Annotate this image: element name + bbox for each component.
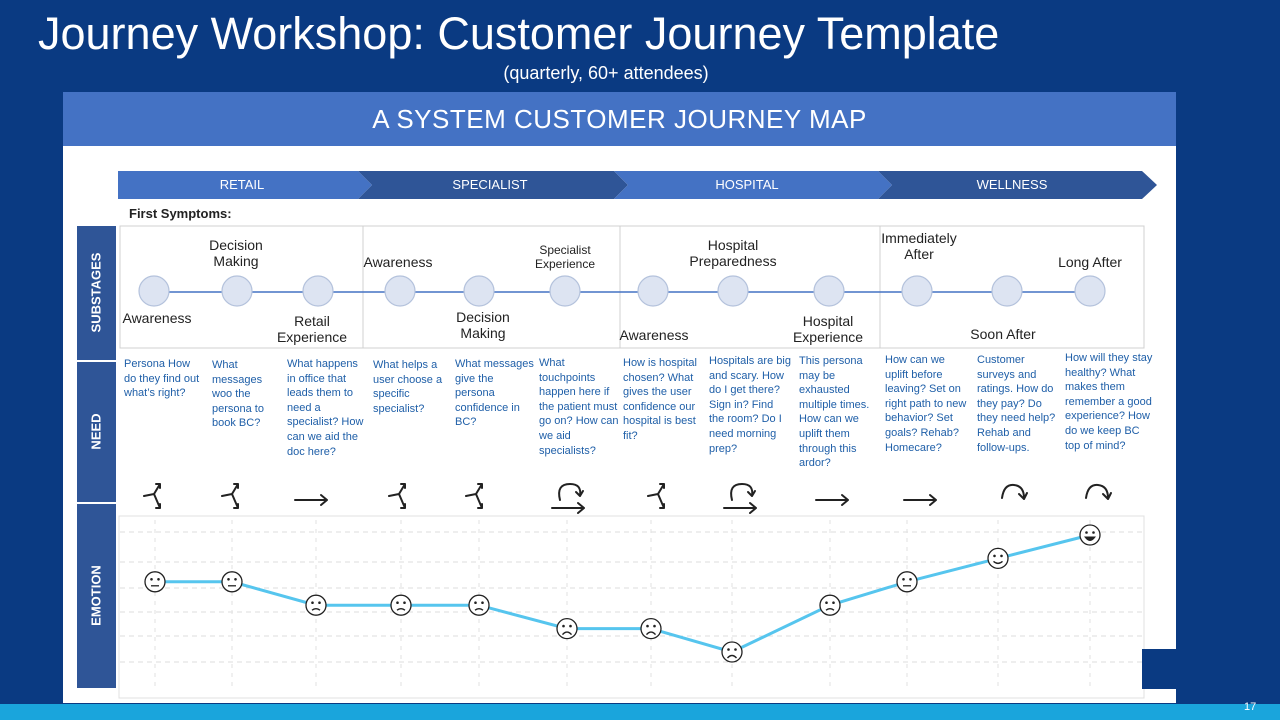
substage-label: Retail Experience — [276, 313, 348, 345]
substage-label: Soon After — [970, 326, 1036, 342]
emotion-face-worried — [305, 594, 327, 616]
stage-label-hospital: HOSPITAL — [715, 177, 779, 192]
stage-chevron-retail — [118, 171, 372, 199]
stage-chevron-wellness — [878, 171, 1157, 199]
loop-icon — [1001, 483, 1028, 500]
need-text: What touchpoints happen here if the pati… — [539, 357, 619, 457]
corner-block — [1142, 649, 1176, 689]
substage-node — [384, 275, 416, 307]
emotion-face-sad — [640, 617, 662, 640]
substage-node — [221, 275, 253, 307]
slide-subtitle: (quarterly, 60+ attendees) — [503, 63, 709, 83]
substage-node — [302, 275, 334, 307]
need-text: This persona may be exhausted multiple t… — [799, 355, 870, 470]
substage-node — [549, 275, 581, 307]
slide-number: 17 — [1244, 701, 1257, 713]
branch-icon — [647, 483, 665, 509]
substage-box — [119, 225, 1145, 349]
footer-strip — [0, 704, 1280, 720]
substage-label: Awareness — [122, 310, 192, 326]
need-text: What helps a user choose a specific spec… — [373, 359, 443, 415]
arrow-right-icon — [815, 494, 849, 506]
stage-label-retail: RETAIL — [219, 177, 265, 192]
emotion-face-sad — [721, 641, 743, 663]
substage-node — [901, 275, 933, 307]
substage-label: Immediately After — [881, 230, 957, 262]
need-text: How can we uplift before leaving? Set on… — [885, 354, 967, 454]
need-text: What messages woo the persona to book BC… — [212, 359, 264, 430]
substage-label: Decision Making — [209, 237, 263, 269]
need-text: What messages give the persona confidenc… — [455, 358, 534, 429]
slide-title: Journey Workshop: Customer Journey Templ… — [38, 8, 1000, 59]
branch-icon — [465, 483, 483, 509]
substage-node — [463, 275, 495, 307]
emotion-face-very-happy — [1079, 524, 1101, 546]
emotion-face-neutral — [144, 571, 166, 593]
loop-arrow-icon — [551, 483, 585, 514]
emotion-face-sad — [556, 617, 578, 640]
journey-map-header: A SYSTEM CUSTOMER JOURNEY MAP — [63, 92, 1176, 146]
emotion-face-happy — [987, 547, 1009, 570]
substage-label: Decision Making — [456, 309, 510, 341]
first-symptoms-label: First Symptoms: — [129, 206, 232, 221]
row-label-emotion-bar — [77, 504, 116, 688]
stage-chevron-hospital — [614, 171, 892, 199]
substage-label: Hospital Preparedness — [689, 237, 777, 269]
stage-label-specialist: SPECIALIST — [452, 177, 528, 192]
loop-icon — [1085, 483, 1112, 500]
emotion-face-worried — [819, 594, 841, 616]
need-text: Persona How do they find out what’s righ… — [124, 358, 200, 400]
substage-label: Awareness — [363, 254, 433, 270]
row-label-need: NEED — [88, 413, 104, 450]
need-text: How is hospital chosen? What gives the u… — [623, 357, 697, 442]
emotion-line — [155, 533, 1091, 654]
emotion-face-worried — [390, 594, 412, 616]
need-text: What happens in office that leads them t… — [287, 358, 364, 458]
substage-node — [138, 275, 170, 307]
substage-label: Specialist Experience — [534, 243, 596, 271]
stage-chevron-specialist — [358, 171, 628, 199]
arrow-right-icon — [294, 494, 328, 506]
emotion-face-neutral — [896, 571, 918, 593]
branch-icon — [221, 483, 239, 509]
branch-icon — [143, 483, 161, 509]
substage-node — [1074, 275, 1106, 307]
row-label-need-bar — [77, 362, 116, 502]
substage-label: Long After — [1058, 254, 1122, 270]
row-label-emotion: EMOTION — [88, 565, 104, 626]
need-text: Hospitals are big and scary. How do I ge… — [709, 355, 791, 455]
substage-node — [717, 275, 749, 307]
substage-label: Awareness — [619, 327, 689, 343]
emotion-chart-area — [118, 515, 1145, 699]
row-label-substages-bar — [77, 226, 116, 360]
substage-label: Hospital Experience — [792, 313, 864, 345]
loop-arrow-icon — [723, 483, 757, 514]
substage-node — [813, 275, 845, 307]
emotion-face-worried — [468, 594, 490, 616]
emotion-face-neutral — [221, 571, 243, 593]
stage-bar — [118, 171, 1157, 199]
substage-node — [637, 275, 669, 307]
row-label-substages: SUBSTAGES — [88, 252, 104, 333]
need-text: Customer surveys and ratings. How do the… — [977, 354, 1056, 454]
stage-label-wellness: WELLNESS — [976, 177, 1048, 192]
substage-node — [991, 275, 1023, 307]
branch-icon — [388, 483, 406, 509]
arrow-right-icon — [903, 494, 937, 506]
need-text: How will they stay healthy? What makes t… — [1065, 352, 1153, 452]
